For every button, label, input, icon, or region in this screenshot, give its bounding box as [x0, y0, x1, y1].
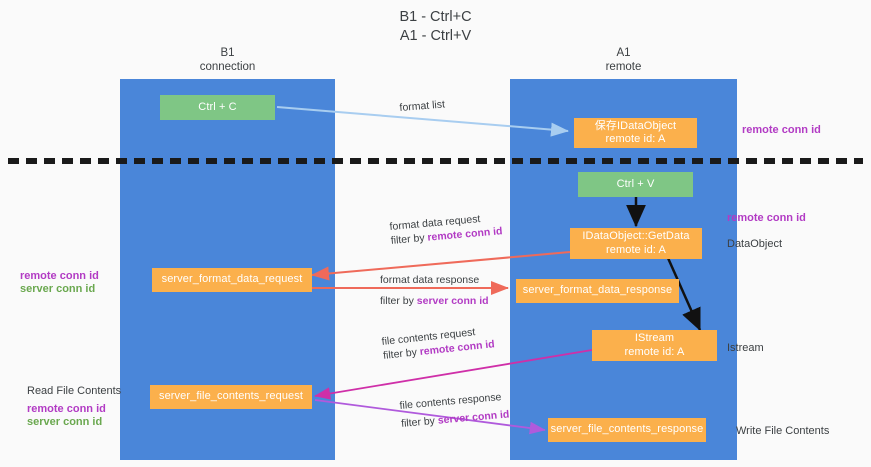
edge-label-format-data-response-line1: format data response [380, 274, 480, 286]
side-label-dataobject: DataObject [727, 238, 783, 250]
side-label-remote-conn-id-left-bot: remote conn id [27, 403, 106, 415]
side-label-read-file-contents: Read File Contents [27, 385, 122, 397]
edge-label-file-contents-request: file contents request filter by remote c… [381, 323, 495, 363]
column-header-a1: A1 remote [605, 47, 642, 73]
edge-key-server-conn-id-2: server conn id [437, 408, 510, 427]
node-server-format-data-response[interactable]: server_format_data_response [516, 279, 679, 303]
edge-label-format-list: format list [399, 98, 446, 114]
side-label-istream: Istream [727, 342, 764, 354]
page-title: B1 - Ctrl+C A1 - Ctrl+V [399, 9, 472, 44]
node-server-file-contents-request[interactable]: server_file_contents_request [150, 385, 312, 409]
edge-label-filter-prefix: filter by [390, 231, 428, 247]
edge-label-filter-prefix-2: filter by [380, 295, 417, 307]
edge-label-format-data-response: format data response filter by server co… [380, 273, 489, 308]
side-label-remote-conn-id-mid: remote conn id [727, 212, 806, 224]
node-idataobject-getdata[interactable]: IDataObject::GetData remote id: A [570, 228, 702, 259]
side-label-remote-conn-id-left-mid: remote conn id [20, 270, 99, 282]
edge-label-format-data-response-line2: filter by server conn id [380, 294, 489, 308]
node-save-idataobject[interactable]: 保存IDataObject remote id: A [574, 118, 697, 148]
node-ctrl-v[interactable]: Ctrl + V [578, 172, 693, 197]
edge-label-filter-prefix-3: filter by [382, 346, 421, 362]
side-label-write-file-contents: Write File Contents [736, 425, 830, 437]
side-label-remote-conn-id-top: remote conn id [742, 124, 821, 136]
side-label-server-conn-id-left-bot: server conn id [27, 416, 103, 428]
column-header-b1: B1 connection [199, 47, 256, 73]
edge-label-filter-prefix-4: filter by [400, 414, 439, 430]
node-ctrl-c[interactable]: Ctrl + C [160, 95, 275, 120]
edge-label-format-data-request: format data request filter by remote con… [389, 210, 503, 248]
node-server-format-data-request[interactable]: server_format_data_request [152, 268, 312, 292]
edge-label-file-contents-response: file contents response filter by server … [399, 390, 510, 431]
node-server-file-contents-response[interactable]: server_file_contents_response [548, 418, 706, 442]
node-istream[interactable]: IStream remote id: A [592, 330, 717, 361]
side-label-server-conn-id-left-mid: server conn id [20, 283, 96, 295]
edge-key-server-conn-id: server conn id [416, 295, 489, 307]
